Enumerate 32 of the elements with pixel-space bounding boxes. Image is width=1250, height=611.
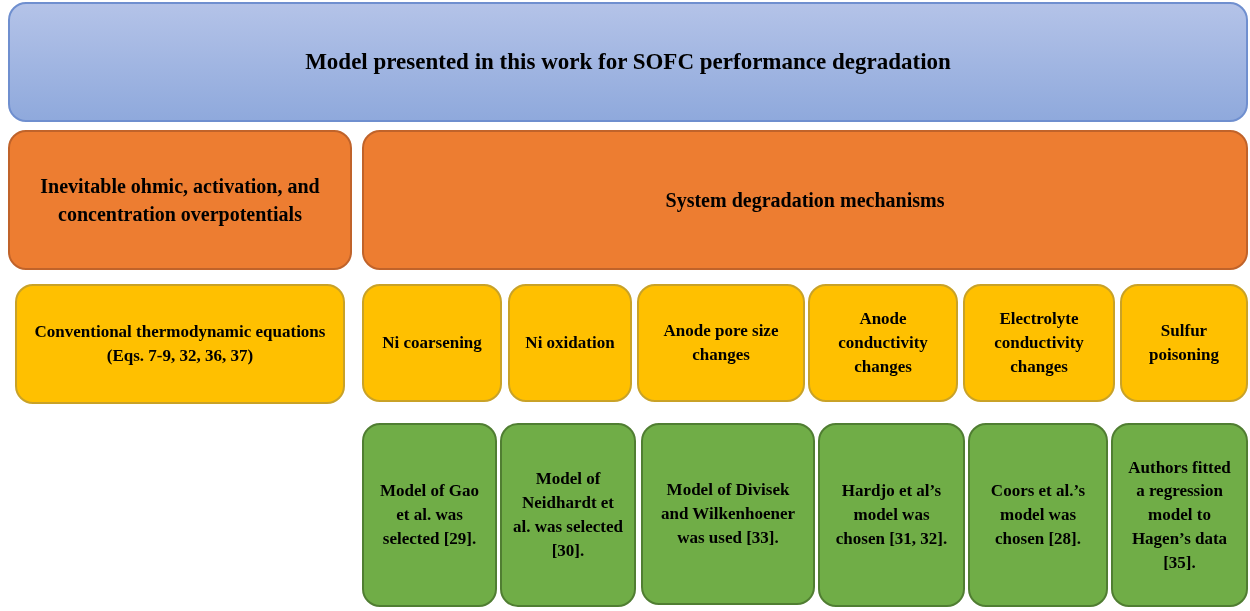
model-box	[818, 423, 965, 607]
box-text: Anode pore size changes	[662, 320, 780, 366]
model-box	[500, 423, 636, 607]
box-text: Model of Divisek and Wilkenhoener was used [33].	[660, 479, 796, 549]
model-box	[968, 423, 1108, 607]
box-text: Model of Gao et al. was selected [29].	[378, 480, 481, 550]
box-text: Anode conductivity changes	[837, 308, 929, 378]
box-text: Model of Neidhardt et al. was selected [30].	[512, 468, 624, 562]
mechanism-box	[15, 284, 345, 404]
mechanism-box	[1120, 284, 1248, 402]
box-text: Ni coarsening	[382, 332, 482, 355]
box-text: Coors et al.’s model was chosen [28].	[989, 480, 1087, 550]
category-box	[8, 130, 352, 270]
box-text: Hardjo et al’s model was chosen [31, 32].	[834, 480, 949, 550]
mechanism-box	[637, 284, 805, 402]
mechanism-box	[808, 284, 958, 402]
box-text: Conventional thermodynamic equations (Eqs. 7-9, 32, 36, 37)	[33, 321, 327, 367]
mechanism-box	[508, 284, 632, 402]
title-banner	[8, 2, 1248, 122]
model-box	[641, 423, 815, 605]
model-box	[1111, 423, 1248, 607]
box-text: Model presented in this work for SOFC performance degradation	[305, 47, 951, 76]
box-text: System degradation mechanisms	[665, 188, 945, 214]
model-box	[362, 423, 497, 607]
category-box	[362, 130, 1248, 270]
mechanism-box	[963, 284, 1115, 402]
box-text: Ni oxidation	[525, 332, 615, 355]
box-text: Inevitable ohmic, activation, and concentration overpotentials	[39, 174, 321, 228]
mechanism-box	[362, 284, 502, 402]
box-text: Electrolyte conductivity changes	[993, 308, 1085, 378]
box-text: Sulfur poisoning	[1148, 320, 1220, 366]
box-text: Authors fitted a regression model to Hagen’s data [35].	[1127, 456, 1232, 574]
